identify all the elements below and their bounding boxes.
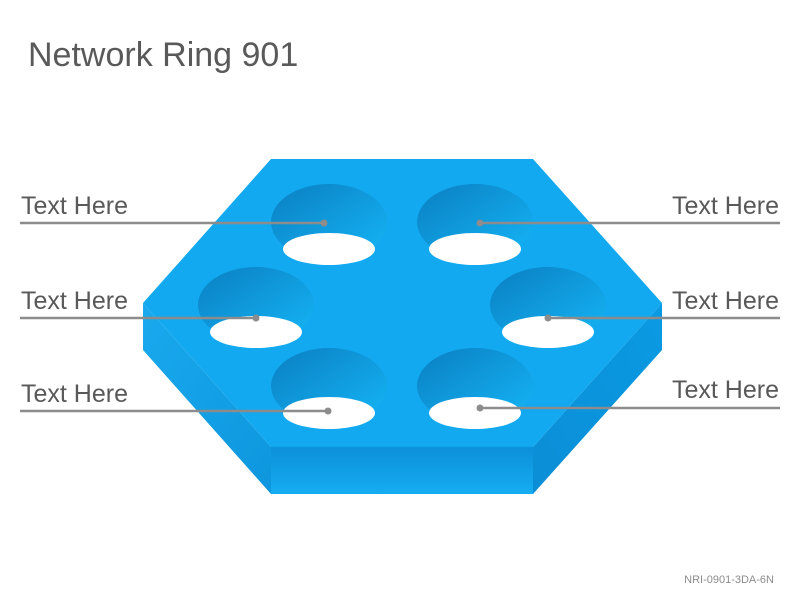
hole-bottom-right	[417, 348, 533, 429]
label-right-3: Text Here	[672, 376, 779, 404]
slab-left-side	[143, 303, 271, 494]
label-left-1: Text Here	[21, 192, 128, 220]
hole-top-right	[417, 184, 533, 265]
hole-bottom-left	[271, 348, 387, 429]
connectors	[20, 219, 780, 415]
label-right-2: Text Here	[672, 287, 779, 315]
hole-middle-left	[198, 267, 314, 348]
label-right-1: Text Here	[672, 192, 779, 220]
label-left-2: Text Here	[21, 287, 128, 315]
label-left-3: Text Here	[21, 380, 128, 408]
slab-front-face	[271, 447, 533, 494]
footer-code: NRI-0901-3DA-6N	[684, 574, 774, 586]
slab-right-side	[533, 303, 662, 494]
page-title: Network Ring 901	[28, 36, 299, 74]
hole-middle-right	[490, 267, 606, 348]
hole-top-left	[271, 184, 387, 265]
